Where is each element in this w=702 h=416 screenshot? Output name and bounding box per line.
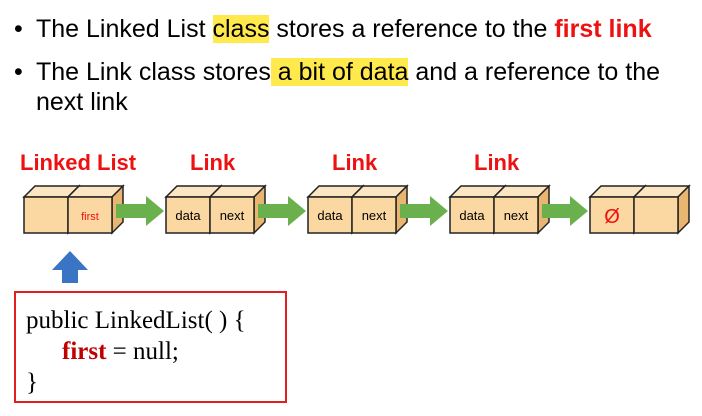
label-link-3: Link	[474, 150, 520, 175]
code-line-2: first = null;	[62, 338, 179, 366]
label-linked-list: Linked List	[20, 150, 137, 175]
up-arrow-icon	[52, 251, 88, 283]
next-field-label-3: next	[504, 208, 529, 223]
link-3-next-cell	[492, 184, 551, 235]
code-keyword-first: first	[62, 338, 107, 365]
code-line-1: public LinkedList( ) {	[26, 307, 246, 334]
bullet-1-text: The Linked List class stores a reference…	[36, 14, 652, 44]
next-field-label-2: next	[362, 208, 387, 223]
bullet-1-emphasis: first link	[554, 15, 652, 43]
bullet-2-part1: The Link class stores	[36, 58, 271, 86]
arrow-to-link-1	[116, 196, 164, 226]
code-line-3: }	[26, 369, 38, 396]
first-field-label: first	[81, 211, 99, 223]
arrow-group	[116, 196, 588, 226]
bullet-dot: •	[14, 15, 23, 43]
label-link-1: Link	[190, 150, 236, 175]
arrow-to-link-2	[258, 196, 306, 226]
bullet-1-highlight: class	[212, 15, 270, 43]
bullet-1-part2: stores a reference to the	[269, 15, 555, 43]
terminator-cell	[632, 184, 691, 235]
bullet-dot: •	[14, 58, 23, 86]
data-field-label-3: data	[459, 208, 485, 223]
null-symbol: Ø	[604, 206, 620, 228]
box-text-group: first data next data next data next Ø	[81, 206, 620, 228]
arrow-to-null	[542, 196, 588, 226]
label-link-2: Link	[332, 150, 378, 175]
bullet-1-part1: The Linked List	[36, 15, 213, 43]
code-block: public LinkedList( ) { first = null; }	[14, 291, 287, 403]
bullet-2-part2: and a reference to the	[408, 58, 660, 86]
bullet-2-text: The Link class stores a bit of data and …	[36, 57, 660, 87]
data-field-label-1: data	[175, 208, 201, 223]
bullet-2-highlight: a bit of data	[270, 58, 409, 86]
first-field-cell	[66, 184, 125, 235]
data-field-label-2: data	[317, 208, 343, 223]
link-2-next-cell	[350, 184, 409, 235]
next-field-label-1: next	[220, 208, 245, 223]
arrow-to-link-3	[400, 196, 448, 226]
bullet-2-line2: next link	[36, 88, 128, 116]
code-assignment: = null;	[106, 338, 179, 365]
